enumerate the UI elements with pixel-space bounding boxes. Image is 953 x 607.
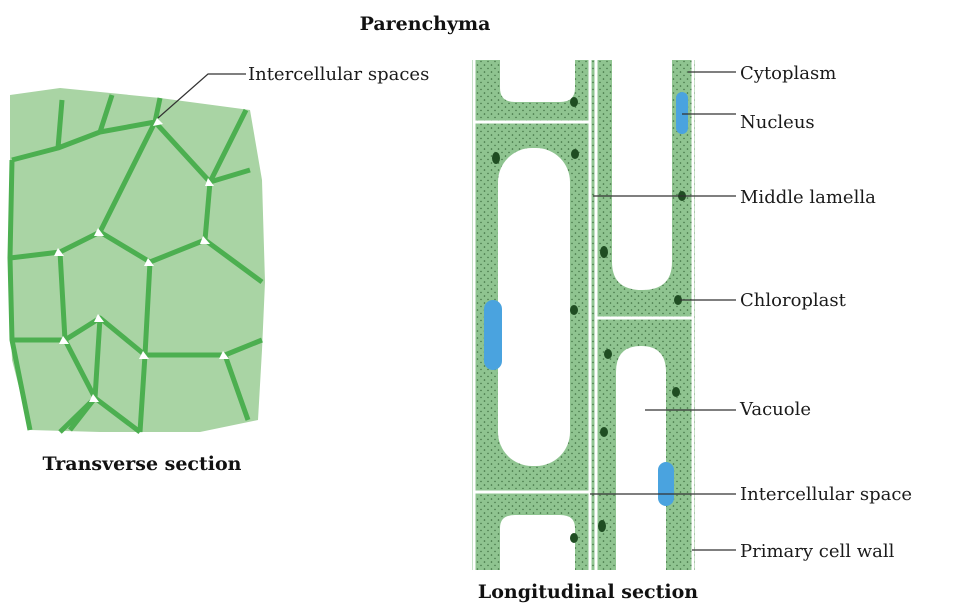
vacuole-upper-right (612, 60, 672, 290)
label-chloroplast: Chloroplast (740, 290, 847, 311)
nucleus-left (484, 300, 502, 370)
caption-longitudinal-section: Longitudinal section (478, 581, 698, 603)
label-primary-cell-wall: Primary cell wall (740, 541, 895, 562)
vacuole-bottom-left (500, 515, 575, 570)
label-cytoplasm: Cytoplasm (740, 63, 836, 84)
nucleus-top-right (676, 92, 688, 134)
nucleus-bottom-right (658, 462, 674, 506)
vacuole-top-left (500, 60, 575, 102)
figure-title: Parenchyma (360, 13, 491, 35)
transverse-section (8, 88, 265, 432)
label-intercellular-spaces: Intercellular spaces (248, 64, 429, 85)
label-intercellular-space: Intercellular space (740, 484, 912, 505)
label-middle-lamella: Middle lamella (740, 187, 876, 208)
vacuole-lower-right (616, 346, 666, 570)
label-nucleus: Nucleus (740, 112, 815, 133)
label-vacuole: Vacuole (739, 399, 811, 420)
vacuole-main-left (498, 148, 570, 466)
transverse-tissue-background (8, 88, 265, 432)
caption-transverse-section: Transverse section (43, 453, 242, 475)
